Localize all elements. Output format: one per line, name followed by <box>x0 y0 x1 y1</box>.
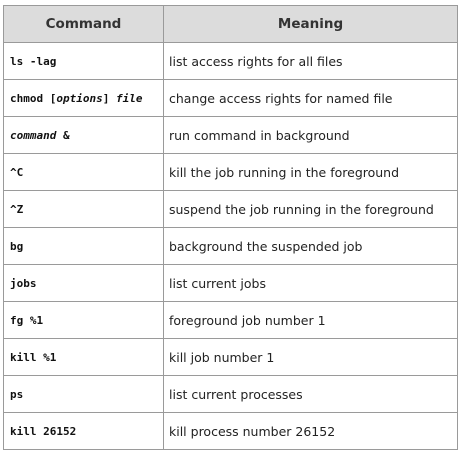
command-text: ] <box>102 91 116 105</box>
command-cell: chmod [options] file <box>3 79 164 117</box>
table-row: chmod [options] file change access right… <box>3 79 458 117</box>
command-column-header: Command <box>3 5 164 43</box>
meaning-cell: foreground job number 1 <box>163 301 458 339</box>
command-cell: ^C <box>3 153 164 191</box>
table-row: jobs list current jobs <box>3 264 458 302</box>
table-row: command & run command in background <box>3 116 458 154</box>
command-text: jobs <box>10 276 37 290</box>
table-row: ps list current processes <box>3 375 458 413</box>
table-row: kill 26152 kill process number 26152 <box>3 412 458 450</box>
meaning-cell: list current jobs <box>163 264 458 302</box>
command-cell: ps <box>3 375 164 413</box>
meaning-cell: run command in background <box>163 116 458 154</box>
table-row: bg background the suspended job <box>3 227 458 265</box>
command-argument: file <box>115 91 143 105</box>
command-cell: kill 26152 <box>3 412 164 450</box>
table-row: fg %1 foreground job number 1 <box>3 301 458 339</box>
table-body: ls -lag list access rights for all files… <box>3 42 458 450</box>
table-header: Command Meaning <box>3 5 458 43</box>
command-cell: ls -lag <box>3 42 164 80</box>
command-cell: kill %1 <box>3 338 164 376</box>
command-text: & <box>56 128 70 142</box>
command-text: fg %1 <box>10 313 44 327</box>
command-cell: jobs <box>3 264 164 302</box>
command-text: kill 26152 <box>10 424 77 438</box>
command-text: bg <box>10 239 24 253</box>
command-text: ps <box>10 387 24 401</box>
table-row: ls -lag list access rights for all files <box>3 42 458 80</box>
command-text: kill %1 <box>10 350 57 364</box>
table-row: ^Z suspend the job running in the foregr… <box>3 190 458 228</box>
command-cell: ^Z <box>3 190 164 228</box>
table-row: kill %1 kill job number 1 <box>3 338 458 376</box>
meaning-cell: list access rights for all files <box>163 42 458 80</box>
command-text: ls -lag <box>10 54 57 68</box>
meaning-cell: kill the job running in the foreground <box>163 153 458 191</box>
meaning-cell: kill process number 26152 <box>163 412 458 450</box>
command-cell: bg <box>3 227 164 265</box>
meaning-cell: change access rights for named file <box>163 79 458 117</box>
command-text: ^C <box>10 165 24 179</box>
command-cell: command & <box>3 116 164 154</box>
command-text: chmod [ <box>10 91 57 105</box>
meaning-column-header: Meaning <box>163 5 458 43</box>
meaning-cell: background the suspended job <box>163 227 458 265</box>
meaning-cell: kill job number 1 <box>163 338 458 376</box>
command-argument: options <box>56 91 103 105</box>
meaning-cell: suspend the job running in the foregroun… <box>163 190 458 228</box>
header-row: Command Meaning <box>3 5 458 43</box>
command-reference-table: Command Meaning ls -lag list access righ… <box>3 5 458 450</box>
command-cell: fg %1 <box>3 301 164 339</box>
table-row: ^C kill the job running in the foregroun… <box>3 153 458 191</box>
meaning-cell: list current processes <box>163 375 458 413</box>
command-argument: command <box>10 128 57 142</box>
command-text: ^Z <box>10 202 24 216</box>
